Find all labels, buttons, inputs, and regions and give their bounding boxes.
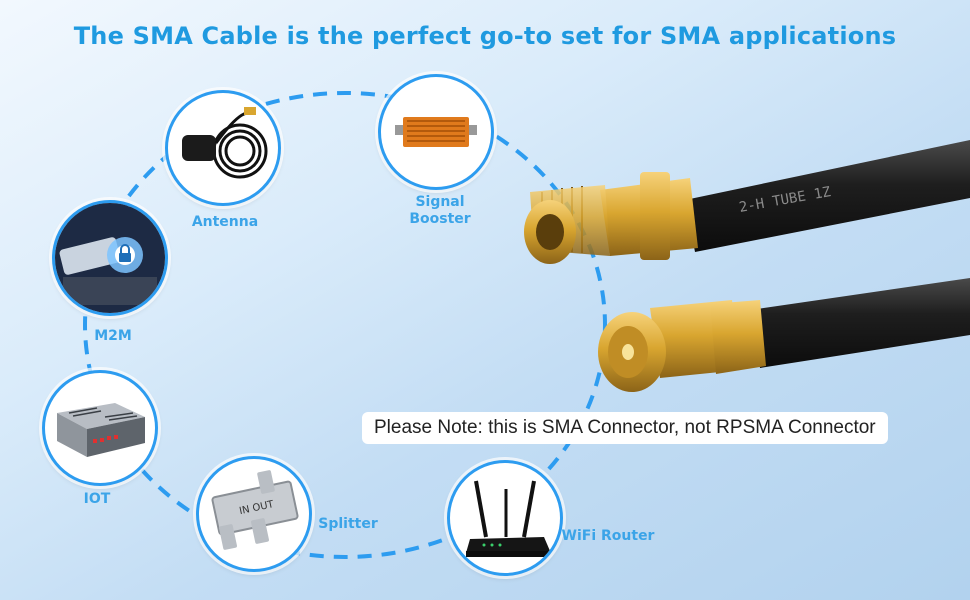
signal-booster-label: Signal Booster	[402, 194, 478, 228]
wifi-router-icon	[466, 480, 550, 557]
iot-device-icon	[57, 403, 145, 457]
signal-booster-circle	[378, 74, 494, 190]
splitter-label: Splitter	[318, 516, 378, 532]
antenna-label: Antenna	[191, 214, 259, 230]
m2m-label: M2M	[94, 328, 132, 344]
m2m-camera-icon	[55, 203, 165, 313]
banner-title: The SMA Cable is the perfect go-to set f…	[73, 22, 897, 50]
signal-booster-label-text: Signal Booster	[409, 194, 471, 227]
wifi-router-circle	[447, 460, 563, 576]
antenna-circle	[165, 90, 281, 206]
signal-booster-icon	[395, 117, 477, 147]
iot-circle	[42, 370, 158, 486]
m2m-circle	[52, 200, 168, 316]
splitter-circle: IN OUT	[196, 456, 312, 572]
iot-label: IOT	[83, 491, 111, 507]
splitter-icon: IN OUT	[211, 470, 299, 550]
sma-cable-image: 2-H TUBE 1Z	[524, 140, 970, 392]
wifi-router-label: WiFi Router	[561, 528, 655, 544]
connector-note: Please Note: this is SMA Connector, not …	[362, 412, 888, 444]
gps-antenna-icon	[182, 107, 268, 179]
